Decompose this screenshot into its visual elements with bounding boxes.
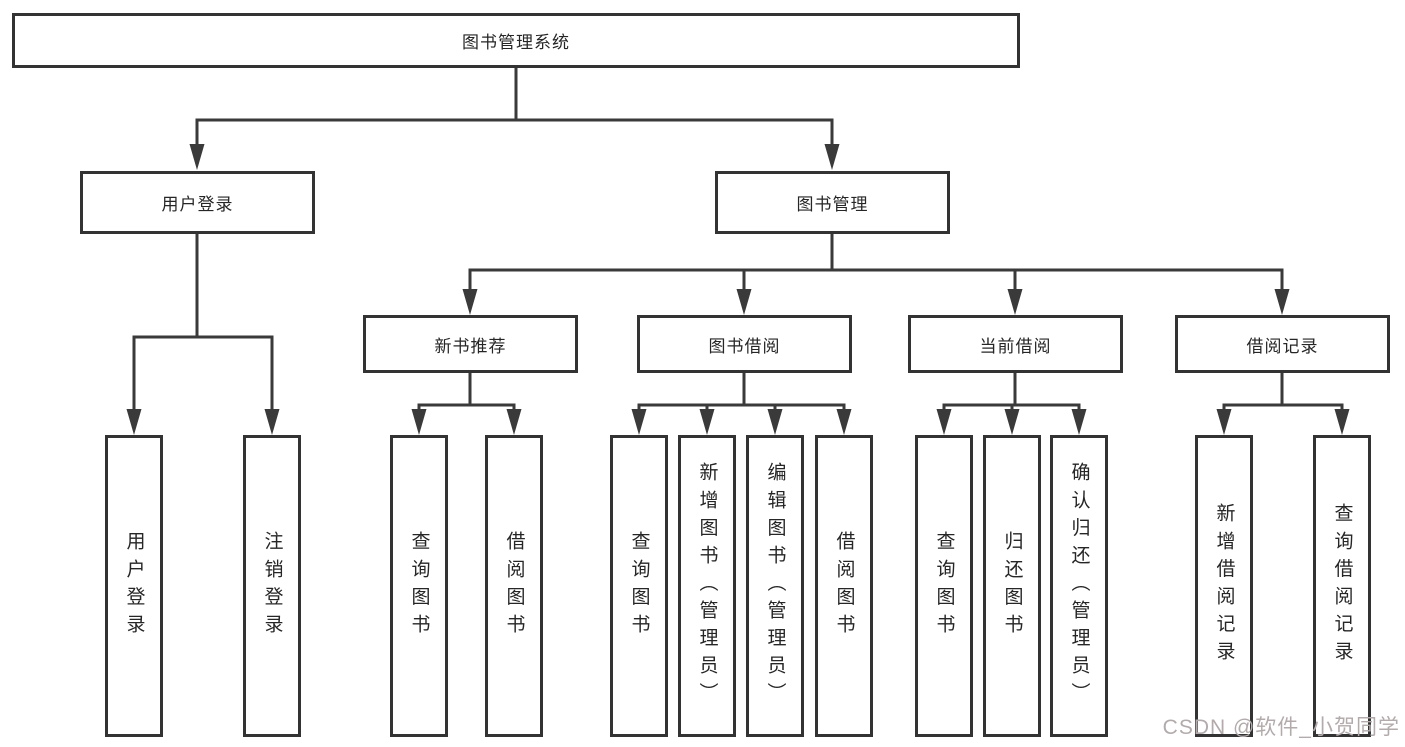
node-current-borrow: 当前借阅	[908, 315, 1123, 373]
connector-bookmgmt-to-level3	[468, 233, 1284, 294]
connector-root-to-level2	[195, 66, 834, 152]
connector-newbooks-to-leaves	[417, 371, 516, 414]
leaf-borrow-books-recommend: 借阅图书	[485, 435, 543, 737]
leaf-query-books-recommend: 查询图书	[390, 435, 448, 737]
leaf-logout: 注销登录	[243, 435, 301, 737]
node-user-login-branch: 用户登录	[80, 171, 315, 234]
connector-borrowrecords-to-leaves	[1222, 371, 1344, 414]
arrowheads	[126, 144, 1350, 435]
csdn-watermark: CSDN @软件_小贺同学	[1162, 716, 1400, 739]
leaf-user-login: 用户登录	[105, 435, 163, 737]
leaf-confirm-return-admin: 确认归还（管理员）	[1050, 435, 1108, 737]
leaf-add-borrow-record: 新增借阅记录	[1195, 435, 1253, 737]
leaf-edit-books-admin: 编辑图书（管理员）	[746, 435, 804, 737]
connector-userlogin-to-leaves	[132, 233, 274, 414]
node-new-book-recommend: 新书推荐	[363, 315, 578, 373]
leaf-add-books-admin: 新增图书（管理员）	[678, 435, 736, 737]
connector-currentborrow-to-leaves	[942, 371, 1081, 414]
node-root-library-system: 图书管理系统	[12, 13, 1020, 68]
leaf-borrow-books: 借阅图书	[815, 435, 873, 737]
node-book-management-branch: 图书管理	[715, 171, 950, 234]
connector-bookborrow-to-leaves	[637, 371, 846, 414]
leaf-return-books: 归还图书	[983, 435, 1041, 737]
leaf-query-books-current: 查询图书	[915, 435, 973, 737]
leaf-query-books-borrow: 查询图书	[610, 435, 668, 737]
node-borrow-records: 借阅记录	[1175, 315, 1390, 373]
node-book-borrow: 图书借阅	[637, 315, 852, 373]
leaf-query-borrow-record: 查询借阅记录	[1313, 435, 1371, 737]
